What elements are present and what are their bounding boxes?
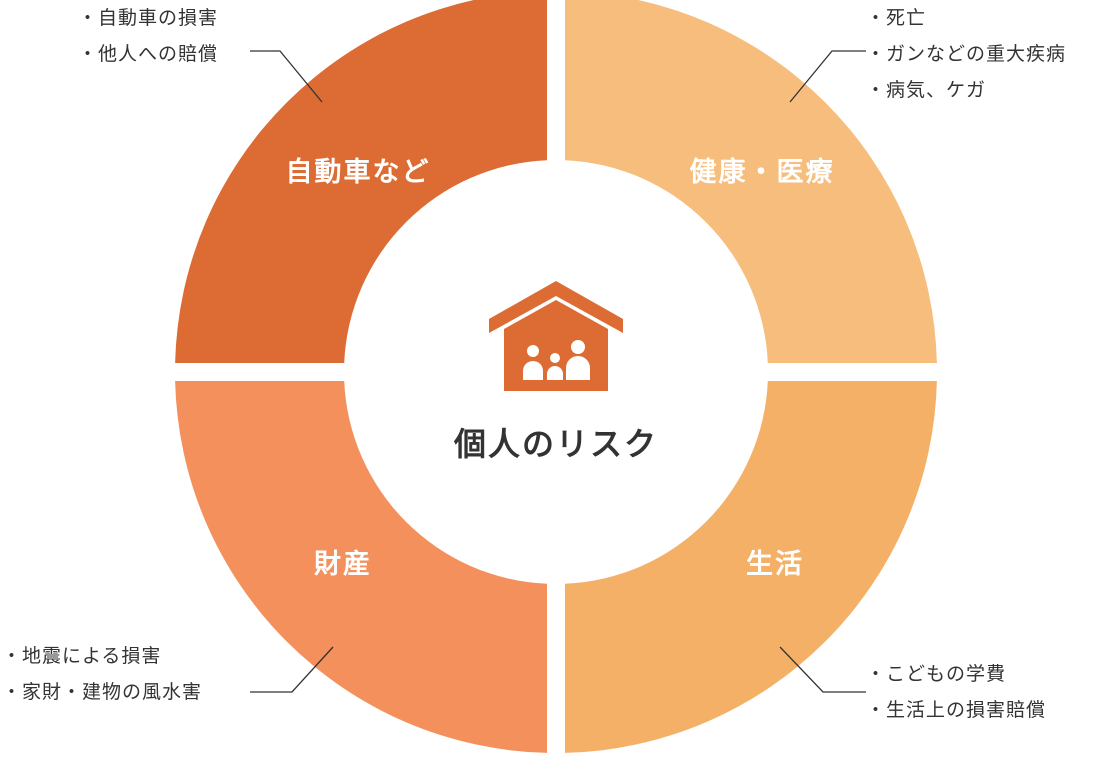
house-roof — [489, 281, 623, 333]
leader-line-health — [789, 50, 866, 103]
leader-line-life — [779, 646, 866, 693]
center-label: 個人のリスク — [453, 425, 658, 463]
mother-body — [523, 361, 543, 380]
note-item: ・病気、ケガ — [866, 79, 987, 101]
leader-line-car — [250, 50, 323, 103]
note-item: ・他人への賠償 — [78, 43, 219, 65]
segment-label-car: 自動車など — [286, 156, 431, 188]
note-item: ・ガンなどの重大疾病 — [866, 43, 1067, 65]
child-body — [547, 366, 563, 380]
segment-property — [175, 381, 547, 753]
leader-line-property — [250, 646, 334, 693]
notes-property: ・地震による損害 ・家財・建物の風水害 — [2, 638, 202, 710]
note-item: ・家財・建物の風水害 — [2, 681, 203, 703]
segment-label-health: 健康・医療 — [690, 156, 835, 188]
segment-car — [175, 0, 547, 363]
segment-health — [565, 0, 937, 363]
house-family-icon — [489, 281, 623, 391]
segment-life — [565, 381, 937, 753]
note-item: ・死亡 — [866, 7, 927, 29]
note-item: ・生活上の損害賠償 — [866, 699, 1047, 721]
notes-car: ・自動車の損害 ・他人への賠償 — [78, 0, 218, 72]
note-item: ・自動車の損害 — [78, 7, 219, 29]
notes-life: ・こどもの学費 ・生活上の損害賠償 — [866, 656, 1046, 728]
notes-health: ・死亡 ・ガンなどの重大疾病 ・病気、ケガ — [866, 0, 1066, 108]
note-item: ・地震による損害 — [2, 645, 162, 667]
segment-label-life: 生活 — [746, 549, 804, 580]
segment-label-property: 財産 — [314, 548, 372, 580]
father-head — [571, 340, 585, 354]
child-head — [550, 353, 560, 363]
father-body — [566, 356, 590, 380]
mother-head — [527, 345, 539, 357]
note-item: ・こどもの学費 — [866, 663, 1007, 685]
